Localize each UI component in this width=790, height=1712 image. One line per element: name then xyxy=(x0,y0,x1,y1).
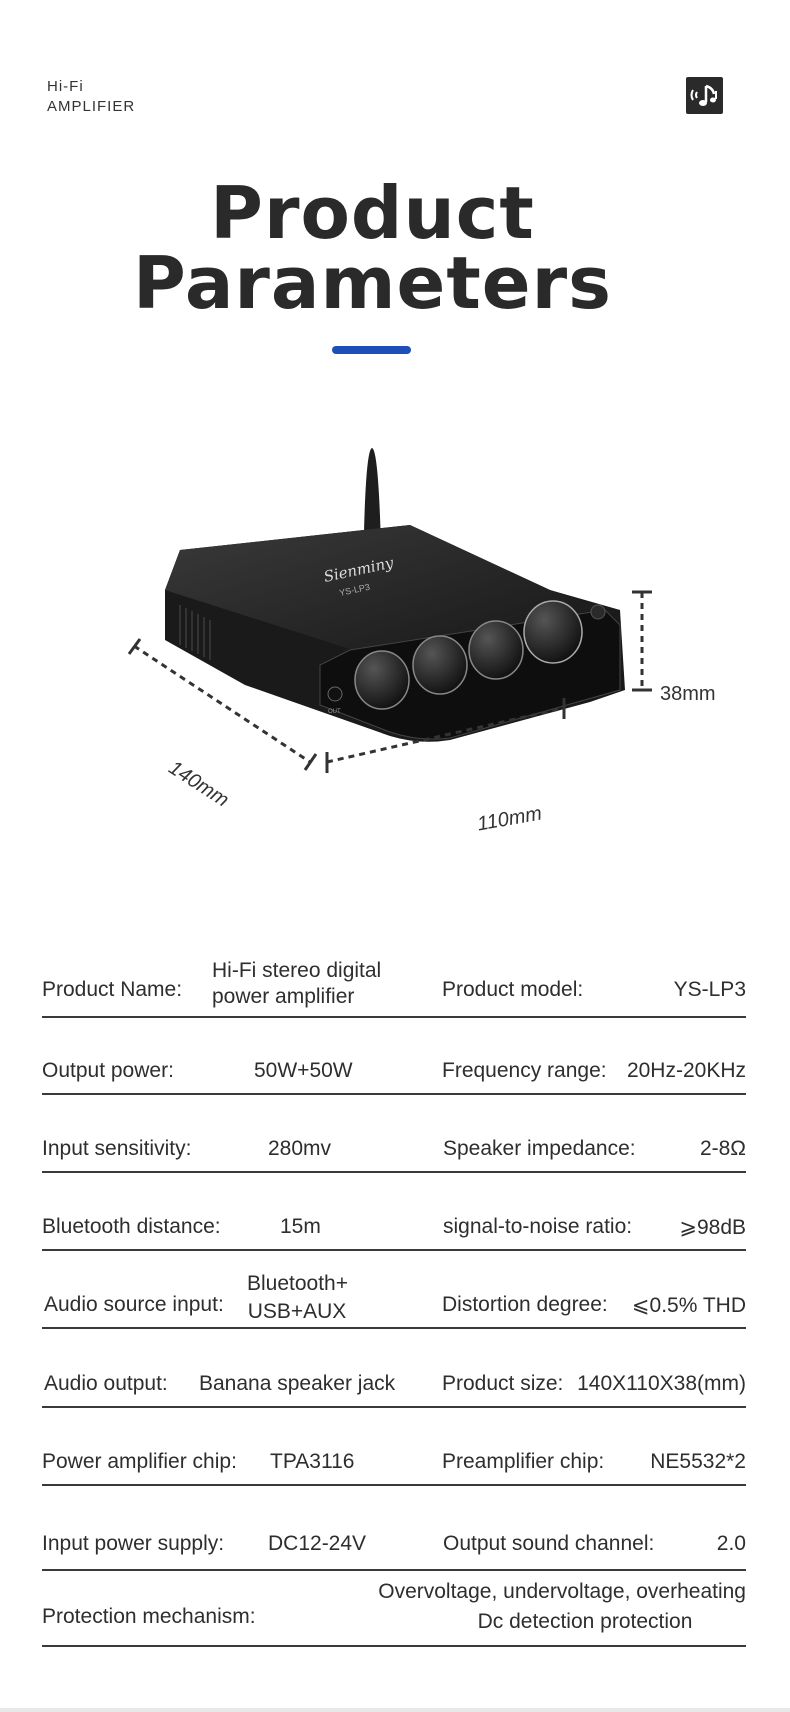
out-jack xyxy=(327,686,343,702)
dim-line-height xyxy=(632,590,652,692)
spec-value: Dc detection protection xyxy=(477,1610,693,1633)
spec-value: 2.0 xyxy=(716,1532,746,1555)
spec-value: Bluetooth+ xyxy=(247,1272,349,1295)
spec-value: 140X110X38(mm) xyxy=(577,1372,746,1395)
music-note-icon xyxy=(686,77,723,114)
spec-value: ⩽0.5% THD xyxy=(631,1294,746,1317)
title-underline xyxy=(332,346,411,354)
spec-value: NE5532*2 xyxy=(650,1450,746,1473)
dim-line-width xyxy=(325,698,566,773)
spec-value: Overvoltage, undervoltage, overheating xyxy=(378,1580,746,1603)
spec-row: Bluetooth distance: 15m signal-to-noise … xyxy=(42,1171,746,1251)
spec-label: signal-to-noise ratio: xyxy=(443,1215,633,1238)
side-vents xyxy=(179,605,211,660)
brand-line-1: Hi-Fi xyxy=(47,78,84,95)
spec-value: 20Hz-20KHz xyxy=(626,1059,746,1082)
spec-label: Protection mechanism: xyxy=(42,1605,256,1628)
spec-label: Input power supply: xyxy=(42,1532,225,1555)
spec-row: Audio output: Banana speaker jack Produc… xyxy=(42,1327,746,1408)
spec-row: Product Name: Hi-Fi stereo digital power… xyxy=(42,950,746,1018)
spec-label: Product size: xyxy=(442,1372,564,1395)
spec-row: Audio source input: Bluetooth+ USB+AUX D… xyxy=(42,1249,746,1329)
spec-row: Protection mechanism: Overvoltage, under… xyxy=(42,1569,746,1647)
spec-label: Bluetooth distance: xyxy=(42,1215,221,1238)
power-led xyxy=(590,604,606,620)
spec-value: TPA3116 xyxy=(270,1450,355,1473)
spec-label: Product Name: xyxy=(42,978,183,1001)
brand-line-2: AMPLIFIER xyxy=(47,98,136,115)
dim-height-label: 38mm xyxy=(660,683,716,705)
amplifier-illustration: Sienminy YS-LP3 OUT xyxy=(127,448,652,773)
out-label: OUT xyxy=(328,709,341,715)
spec-value: 50W+50W xyxy=(254,1059,353,1082)
spec-label: Distortion degree: xyxy=(442,1293,608,1316)
spec-row: Power amplifier chip: TPA3116 Preamplifi… xyxy=(42,1406,746,1486)
spec-label: Frequency range: xyxy=(442,1059,607,1082)
spec-label: Product model: xyxy=(442,978,584,1001)
page-title-line-1: Product xyxy=(210,171,535,255)
spec-label: Input sensitivity: xyxy=(42,1137,192,1160)
spec-value: USB+AUX xyxy=(247,1300,347,1323)
spec-value: ⩾98dB xyxy=(679,1216,746,1239)
knob-mid xyxy=(412,635,468,695)
spec-label: Output sound channel: xyxy=(443,1532,655,1555)
knob-treble xyxy=(354,650,410,710)
spec-label: Preamplifier chip: xyxy=(442,1450,605,1473)
spec-row: Input sensitivity: 280mv Speaker impedan… xyxy=(42,1093,746,1173)
spec-value: 2-8Ω xyxy=(699,1137,746,1160)
page-title-line-2: Parameters xyxy=(133,241,612,325)
spec-value: Banana speaker jack xyxy=(199,1372,396,1395)
spec-label: Audio source input: xyxy=(44,1293,224,1316)
spec-value: 280mv xyxy=(268,1137,332,1160)
spec-value: 15m xyxy=(280,1215,321,1238)
knob-volume xyxy=(523,600,583,664)
spec-value: YS-LP3 xyxy=(673,978,746,1001)
spec-label: Power amplifier chip: xyxy=(42,1450,237,1473)
spec-value: power amplifier xyxy=(212,985,355,1008)
spec-label: Audio output: xyxy=(44,1372,168,1395)
spec-value: Hi-Fi stereo digital xyxy=(212,959,382,982)
spec-row: Input power supply: DC12-24V Output soun… xyxy=(42,1484,746,1571)
spec-value: DC12-24V xyxy=(268,1532,367,1555)
spec-label: Speaker impedance: xyxy=(443,1137,636,1160)
knob-bass xyxy=(468,620,524,680)
brand-label: Hi-Fi AMPLIFIER xyxy=(47,77,135,117)
spec-row: Output power: 50W+50W Frequency range: 2… xyxy=(42,1016,746,1095)
footer-divider xyxy=(0,1708,790,1712)
spec-label: Output power: xyxy=(42,1059,174,1082)
dim-line-depth xyxy=(127,638,318,771)
